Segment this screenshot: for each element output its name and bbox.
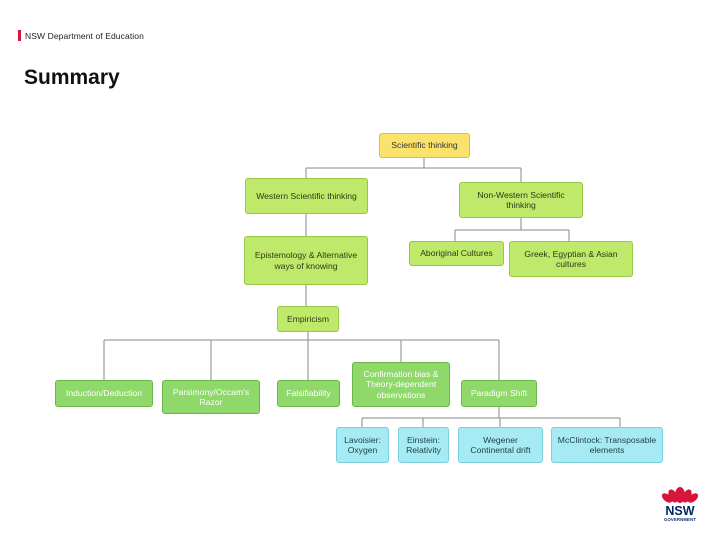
node-scientific-thinking: Scientific thinking: [379, 133, 470, 158]
node-parsimony-occams-razor: Parsimony/Occam's Razor: [162, 380, 260, 414]
node-western-scientific-thinking: Western Scientific thinking: [245, 178, 368, 214]
logo-government-text: GOVERNMENT: [663, 517, 696, 522]
waratah-icon: [661, 487, 699, 503]
nsw-government-logo: NSW GOVERNMENT: [659, 484, 701, 522]
node-falsifiability: Falsifiability: [277, 380, 340, 407]
node-epistemology: Epistemology & Alternative ways of knowi…: [244, 236, 368, 285]
node-paradigm-shift: Paradigm Shift: [461, 380, 537, 407]
header-accent-bar: [18, 30, 21, 41]
connector-paradigm: [361, 407, 621, 427]
header: NSW Department of Education: [18, 29, 144, 42]
node-einstein-relativity: Einstein: Relativity: [398, 427, 449, 463]
node-induction-deduction: Induction/Deduction: [55, 380, 153, 407]
logo-nsw-text: NSW: [665, 504, 695, 518]
node-aboriginal-cultures: Aboriginal Cultures: [409, 241, 504, 266]
node-lavoisier-oxygen: Lavoisier: Oxygen: [336, 427, 389, 463]
connector-nonwestern: [454, 218, 570, 241]
node-non-western-scientific-thinking: Non-Western Scientific thinking: [459, 182, 583, 218]
node-greek-egyptian-asian-cultures: Greek, Egyptian & Asian cultures: [509, 241, 633, 277]
connector-empiricism: [103, 332, 500, 380]
node-confirmation-bias: Confirmation bias & Theory-dependent obs…: [352, 362, 450, 407]
slide-title: Summary: [24, 66, 120, 89]
header-org: NSW Department of Education: [25, 30, 144, 41]
node-wegener-continental-drift: Wegener Continental drift: [458, 427, 543, 463]
node-mcclintock-transposable-elements: McClintock: Transposable elements: [551, 427, 663, 463]
connector-root: [305, 158, 522, 182]
node-empiricism: Empiricism: [277, 306, 339, 332]
